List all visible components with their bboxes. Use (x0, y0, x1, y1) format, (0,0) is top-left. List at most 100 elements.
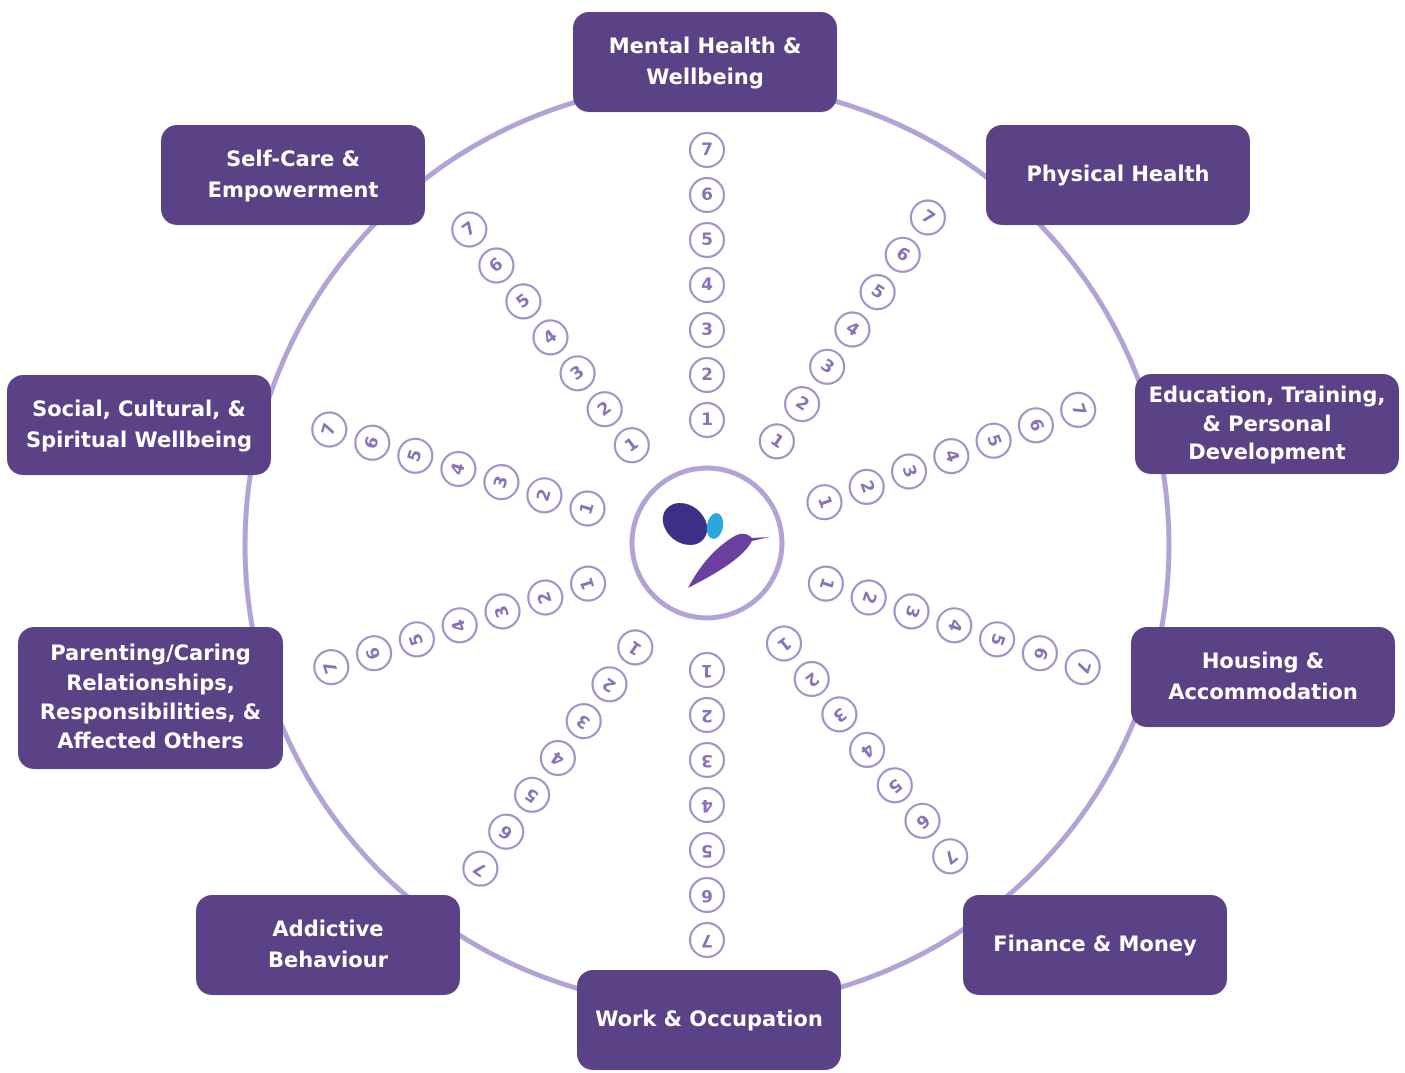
step-circle-parenting-1[interactable] (569, 565, 607, 602)
step-circle-work-1[interactable] (688, 651, 726, 689)
domain-label-finance: Finance & Money (993, 932, 1197, 957)
step-circle-housing-2[interactable] (850, 579, 887, 616)
step-circle-physical-health-7[interactable] (909, 199, 947, 236)
step-circle-work-5[interactable] (688, 831, 726, 869)
step-circle-self-care-2[interactable] (586, 391, 623, 428)
step-circle-education-6[interactable] (1017, 407, 1055, 444)
step-circle-addictive-behaviour-2[interactable] (591, 666, 628, 703)
step-circle-social-2[interactable] (526, 477, 563, 514)
step-circle-social-4[interactable] (440, 450, 477, 488)
step-number-mental-health-3: 3 (701, 320, 713, 340)
step-circle-social-3[interactable] (483, 464, 520, 501)
step-circle-self-care-5[interactable] (505, 283, 542, 320)
step-circle-self-care-6[interactable] (478, 247, 515, 284)
step-circle-work-4[interactable] (688, 786, 726, 824)
step-circle-work-2[interactable] (688, 696, 726, 734)
step-circle-education-1[interactable] (806, 484, 843, 521)
step-number-parenting-2: 2 (534, 589, 557, 606)
step-circle-addictive-behaviour-6[interactable] (488, 813, 525, 850)
step-circle-self-care-1[interactable] (613, 427, 650, 464)
domain-box-education[interactable]: Education, Training, & Personal Developm… (1135, 374, 1399, 474)
step-circle-housing-7[interactable] (1064, 648, 1101, 686)
hummingbird-icon (662, 502, 770, 588)
step-circle-social-1[interactable] (569, 490, 606, 527)
step-circle-social-5[interactable] (397, 437, 434, 474)
step-circle-mental-health-6[interactable] (688, 176, 726, 214)
step-number-housing-1: 1 (815, 575, 838, 592)
domain-label-parenting: Parenting/Caring Relationships, Responsi… (39, 641, 262, 754)
step-circle-addictive-behaviour-4[interactable] (539, 739, 577, 777)
step-circle-housing-4[interactable] (936, 607, 973, 644)
step-circle-mental-health-1[interactable] (688, 401, 726, 439)
step-number-housing-6: 6 (1029, 644, 1052, 661)
step-circle-housing-6[interactable] (1021, 635, 1059, 672)
step-circle-parenting-2[interactable] (527, 579, 564, 616)
step-circle-housing-3[interactable] (893, 593, 930, 630)
step-circle-mental-health-2[interactable] (688, 356, 726, 394)
domain-box-self-care[interactable]: Self-Care & Empowerment (161, 125, 425, 225)
step-circle-physical-health-4[interactable] (834, 311, 871, 348)
step-circle-addictive-behaviour-5[interactable] (513, 776, 551, 813)
step-number-work-2: 2 (701, 705, 713, 725)
step-circle-addictive-behaviour-1[interactable] (617, 629, 654, 666)
step-circle-mental-health-7[interactable] (688, 131, 726, 169)
step-circle-finance-7[interactable] (932, 838, 969, 875)
step-circle-finance-4[interactable] (848, 731, 886, 769)
step-circle-self-care-3[interactable] (559, 355, 596, 392)
step-circle-social-6[interactable] (354, 424, 391, 461)
step-circle-physical-health-3[interactable] (809, 348, 846, 385)
step-circle-mental-health-4[interactable] (688, 266, 726, 304)
step-circle-finance-6[interactable] (904, 802, 941, 839)
step-circle-social-7[interactable] (311, 411, 348, 448)
step-circle-addictive-behaviour-7[interactable] (462, 850, 499, 887)
step-number-housing-2: 2 (857, 589, 880, 606)
domain-label-mental-health: Mental Health & Wellbeing (608, 33, 802, 90)
step-number-social-7: 7 (318, 421, 341, 438)
step-circle-education-7[interactable] (1060, 391, 1097, 428)
domain-box-social[interactable]: Social, Cultural, & Spiritual Wellbeing (7, 375, 271, 475)
step-number-parenting-6: 6 (363, 644, 386, 661)
step-circle-parenting-6[interactable] (356, 635, 393, 672)
domain-box-work[interactable]: Work & Occupation (577, 970, 841, 1070)
step-circle-addictive-behaviour-3[interactable] (565, 702, 602, 740)
step-circle-finance-5[interactable] (876, 767, 913, 804)
step-circle-work-3[interactable] (688, 741, 726, 779)
domain-box-finance[interactable]: Finance & Money (963, 895, 1227, 995)
step-circle-physical-health-6[interactable] (884, 236, 921, 273)
domain-box-parenting[interactable]: Parenting/Caring Relationships, Responsi… (18, 627, 283, 769)
step-circle-work-6[interactable] (688, 876, 726, 914)
step-circle-self-care-7[interactable] (451, 211, 488, 248)
step-circle-parenting-4[interactable] (441, 607, 478, 644)
step-number-housing-5: 5 (986, 631, 1009, 648)
step-circle-education-5[interactable] (975, 422, 1012, 459)
step-circle-self-care-4[interactable] (532, 319, 569, 356)
domain-box-physical-health[interactable]: Physical Health (986, 125, 1250, 225)
step-circle-parenting-3[interactable] (484, 593, 521, 630)
step-circle-education-4[interactable] (933, 438, 970, 475)
domain-box-mental-health[interactable]: Mental Health & Wellbeing (573, 12, 837, 112)
step-number-mental-health-2: 2 (701, 365, 713, 385)
step-circle-parenting-7[interactable] (313, 648, 350, 686)
step-circle-housing-1[interactable] (807, 565, 845, 602)
domain-box-housing[interactable]: Housing & Accommodation (1131, 627, 1395, 727)
domain-label-physical-health: Physical Health (1026, 162, 1210, 187)
step-number-work-7: 7 (701, 930, 713, 950)
step-circle-parenting-5[interactable] (398, 621, 435, 658)
step-circle-finance-2[interactable] (793, 660, 830, 698)
step-circle-physical-health-5[interactable] (859, 274, 896, 311)
step-circle-work-7[interactable] (688, 921, 726, 959)
step-circle-finance-3[interactable] (821, 696, 858, 733)
step-circle-physical-health-2[interactable] (783, 386, 821, 423)
step-circle-finance-1[interactable] (765, 625, 803, 662)
domain-box-addictive-behaviour[interactable]: Addictive Behaviour (196, 895, 460, 995)
step-circle-mental-health-3[interactable] (688, 311, 726, 349)
step-circle-mental-health-5[interactable] (688, 221, 726, 259)
step-circle-physical-health-1[interactable] (758, 423, 796, 460)
step-circle-education-2[interactable] (848, 468, 885, 505)
step-circle-housing-5[interactable] (978, 621, 1016, 658)
step-number-mental-health-1: 1 (701, 410, 713, 430)
step-circle-education-3[interactable] (890, 453, 928, 490)
